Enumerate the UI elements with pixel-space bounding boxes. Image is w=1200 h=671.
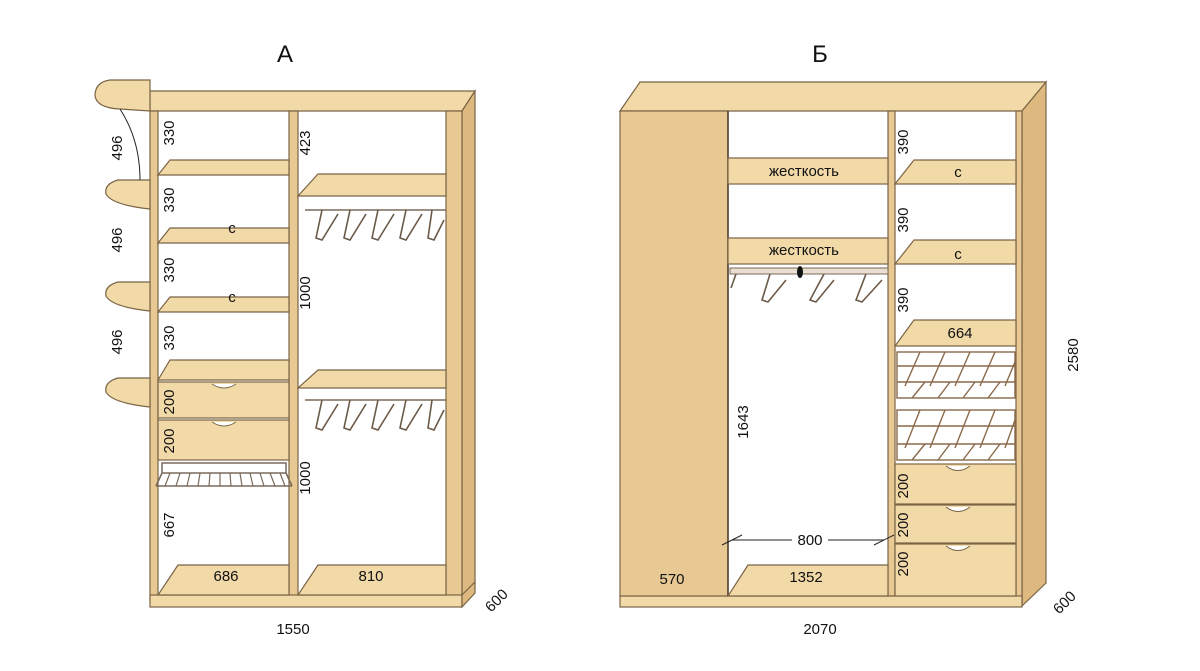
- cabinet-a-bottom-right: [296, 564, 447, 596]
- cabinet-a-plinth: [149, 594, 463, 608]
- cabinet-a-dim-left-column: 330: [161, 187, 178, 212]
- cabinet-a-dim-left-column: 330: [161, 257, 178, 282]
- cabinet-b: Б жесткость жесткость: [618, 41, 1082, 638]
- cabinet-b-dim-middle-height: 1643: [735, 405, 752, 438]
- cabinet-a-shoe-rack: [155, 462, 293, 487]
- cabinet-b-shelf: [893, 159, 1017, 185]
- cabinet-a-shelf: [156, 159, 290, 176]
- cabinet-a-curved-shelf: [105, 179, 151, 210]
- cabinet-a-dim-bottom: 810: [358, 568, 383, 585]
- cabinet-b-door: [619, 110, 729, 597]
- cabinet-a-bottom-left: [156, 564, 290, 596]
- cabinet-a-left-panel: [149, 110, 159, 601]
- cabinet-b-dim-right-column: 200: [895, 551, 912, 576]
- cabinet-a-dim-depth: 600: [482, 586, 512, 616]
- cabinet-a-dim-left: 496: [109, 227, 126, 252]
- cabinet-a-dim-left-column: 330: [161, 325, 178, 350]
- cabinet-b-rigidity-label: жесткость: [769, 242, 839, 259]
- cabinet-b-right-depth: [1021, 80, 1047, 608]
- cabinet-a-right-depth: [461, 88, 476, 602]
- cabinet-a-title: А: [277, 41, 293, 68]
- cabinet-b-shelf-mark: с: [954, 246, 962, 263]
- cabinet-a-curved-shelf: [105, 377, 151, 408]
- cabinet-b-dim-height: 2580: [1065, 338, 1082, 371]
- cabinet-a-shelf: [156, 227, 290, 244]
- cabinet-b-top: [618, 81, 1048, 112]
- cabinet-a-top-corner: [94, 79, 151, 112]
- cabinet-a-dim-right-column: 423: [297, 130, 314, 155]
- cabinet-b-dim-door: 570: [659, 571, 684, 588]
- cabinet-a-shelf: [156, 359, 290, 381]
- cabinet-b-dim-right-column: 390: [895, 129, 912, 154]
- cabinet-b-wire-basket: [896, 351, 1016, 399]
- cabinet-b-rigidity-board: [727, 157, 889, 185]
- cabinet-a-dim-left: 496: [109, 135, 126, 160]
- cabinet-b-plinth: [619, 595, 1023, 608]
- cabinet-b-hangers: [730, 273, 883, 303]
- cabinet-b-wire-basket: [896, 409, 1016, 461]
- cabinet-a-dim-left-column: 200: [161, 389, 178, 414]
- cabinet-b-dim-right-column: 390: [895, 287, 912, 312]
- cabinet-a-shelf: [156, 296, 290, 313]
- cabinet-b-dim-rail: 800: [797, 532, 822, 549]
- cabinet-a-shelf-mark: с: [228, 289, 236, 306]
- cabinet-b-drawer: [894, 543, 1017, 597]
- cabinet-a-dim-right-column: 1000: [297, 461, 314, 494]
- cabinet-a-dim-left: 496: [109, 329, 126, 354]
- cabinet-b-rail-holder: [797, 266, 803, 278]
- cabinet-a-dim-right-column: 1000: [297, 276, 314, 309]
- cabinet-a-hangers: [315, 209, 445, 241]
- cabinet-b-dim-depth: 600: [1050, 588, 1080, 618]
- cabinet-b-dim-right-column: 200: [895, 512, 912, 537]
- cabinet-a-hangers: [315, 399, 445, 431]
- cabinet-a-divider: [288, 110, 299, 601]
- cabinet-b-shelf: [893, 319, 1017, 347]
- cabinet-b-shelf-mark: с: [954, 164, 962, 181]
- cabinet-b-rail: [729, 267, 889, 275]
- cabinet-b-dim-right-column: 200: [895, 473, 912, 498]
- cabinet-b-dim-width: 2070: [803, 621, 836, 638]
- cabinet-b-rigidity-board: [727, 237, 889, 265]
- cabinet-b-bottom: [726, 564, 889, 597]
- cabinet-a-shelf: [296, 173, 447, 197]
- cabinet-a-dim-left-column: 667: [161, 512, 178, 537]
- cabinet-a-top: [149, 90, 477, 112]
- cabinet-a-dim-left-column: 330: [161, 120, 178, 145]
- cabinet-a-shelf: [296, 369, 447, 389]
- cabinet-a-shelf-mark: с: [228, 220, 236, 237]
- cabinet-a-right-panel: [445, 110, 463, 601]
- cabinet-a-dim-bottom: 686: [213, 568, 238, 585]
- cabinet-a-dim-left-column: 200: [161, 428, 178, 453]
- cabinet-a-curved-shelf: [105, 281, 151, 312]
- cabinet-a-dim-width: 1550: [276, 621, 309, 638]
- cabinet-a: А: [94, 41, 512, 638]
- cabinet-b-shelf: [893, 239, 1017, 265]
- cabinet-b-dim-middle-bottom: 1352: [789, 569, 822, 586]
- cabinet-b-title: Б: [812, 41, 828, 68]
- cabinet-b-dim-shelf-width: 664: [947, 325, 972, 342]
- cabinet-a-drawer: [157, 419, 290, 461]
- cabinet-b-dim-right-column: 390: [895, 207, 912, 232]
- cabinet-b-rigidity-label: жесткость: [769, 163, 839, 180]
